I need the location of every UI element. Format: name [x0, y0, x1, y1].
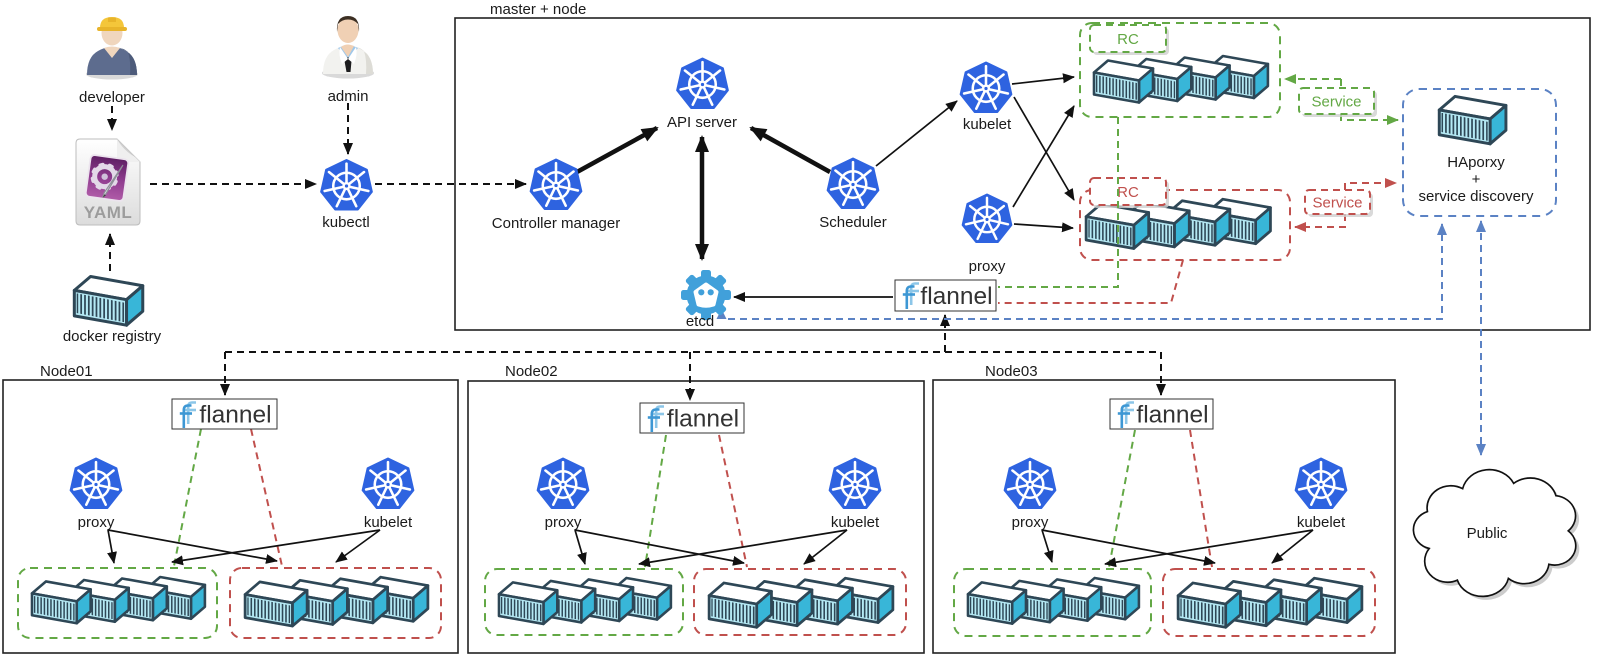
svg-text:flannel: flannel	[199, 402, 271, 429]
svg-text:flannel: flannel	[667, 406, 739, 433]
svg-text:Node02: Node02	[505, 363, 558, 380]
svg-text:kubelet: kubelet	[1297, 514, 1346, 531]
svg-text:+: +	[1472, 171, 1481, 188]
svg-text:API server: API server	[667, 114, 737, 131]
svg-text:proxy: proxy	[545, 514, 582, 531]
svg-text:Public: Public	[1467, 525, 1508, 542]
svg-text:proxy: proxy	[969, 258, 1006, 275]
svg-text:Service: Service	[1312, 195, 1362, 212]
svg-text:developer: developer	[79, 89, 145, 106]
svg-text:kubectl: kubectl	[322, 214, 370, 231]
svg-text:kubelet: kubelet	[364, 514, 413, 531]
svg-text:kubelet: kubelet	[831, 514, 880, 531]
svg-text:kubelet: kubelet	[963, 116, 1012, 133]
svg-text:Node03: Node03	[985, 363, 1038, 380]
svg-text:service discovery: service discovery	[1418, 188, 1534, 205]
svg-text:RC: RC	[1117, 184, 1139, 201]
svg-text:docker registry: docker registry	[63, 328, 162, 345]
svg-text:etcd: etcd	[686, 313, 714, 330]
svg-text:Controller manager: Controller manager	[492, 215, 620, 232]
svg-text:master + node: master + node	[490, 1, 586, 18]
svg-text:HAporxy: HAporxy	[1447, 154, 1505, 171]
svg-text:RC: RC	[1117, 31, 1139, 48]
svg-text:proxy: proxy	[1012, 514, 1049, 531]
svg-text:proxy: proxy	[78, 514, 115, 531]
svg-text:flannel: flannel	[920, 283, 992, 310]
svg-text:admin: admin	[328, 88, 369, 105]
svg-text:Scheduler: Scheduler	[819, 214, 887, 231]
svg-text:Node01: Node01	[40, 363, 93, 380]
svg-text:Service: Service	[1311, 94, 1361, 111]
svg-text:flannel: flannel	[1136, 402, 1208, 429]
